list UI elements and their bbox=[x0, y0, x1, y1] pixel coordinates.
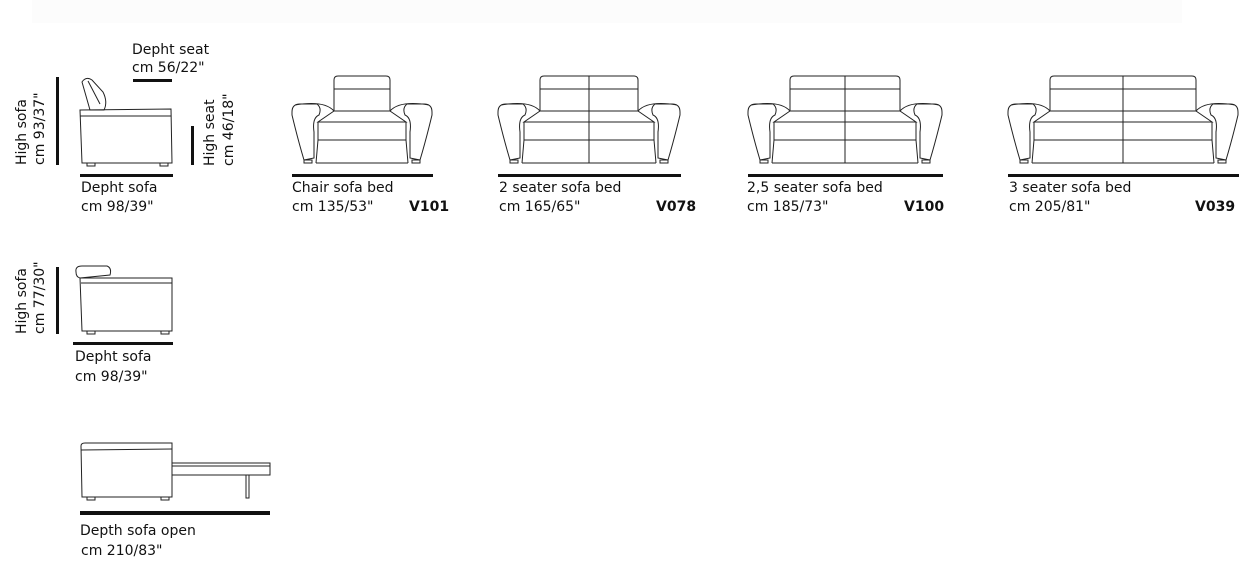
side-view-headrest-drawing bbox=[56, 265, 173, 345]
high-seat-value: cm 46/18" bbox=[221, 93, 237, 166]
sofa-body bbox=[79, 277, 173, 332]
depth-sofa-bar bbox=[80, 174, 173, 177]
foot bbox=[303, 159, 313, 164]
seat bbox=[315, 110, 409, 164]
high-seat-label: High seat bbox=[202, 99, 218, 166]
high-sofa-value: cm 93/37" bbox=[32, 92, 48, 165]
seat bbox=[1031, 110, 1215, 164]
high-sofa-label-2: High sofa bbox=[14, 268, 30, 334]
depth-sofa-value-2: cm 98/39" bbox=[75, 369, 148, 385]
left-arm bbox=[497, 103, 527, 161]
foot bbox=[411, 159, 421, 164]
model-name: 2 seater sofa bed bbox=[499, 180, 622, 196]
left-arm bbox=[747, 103, 777, 161]
backrest bbox=[81, 77, 107, 111]
seat bbox=[771, 110, 919, 164]
high-sofa-label: High sofa bbox=[14, 99, 30, 165]
foot bbox=[509, 159, 519, 164]
sofa-body bbox=[80, 442, 173, 498]
high-seat-bar bbox=[191, 126, 194, 165]
foot bbox=[1019, 159, 1029, 164]
model-code: V101 bbox=[409, 199, 450, 215]
sofa-front-view bbox=[747, 75, 943, 177]
back-cushion bbox=[333, 75, 391, 112]
model-width: cm 185/73" bbox=[747, 199, 829, 215]
width-bar bbox=[498, 174, 681, 177]
model-name: 2,5 seater sofa bed bbox=[747, 180, 883, 196]
seat bbox=[521, 110, 657, 164]
headrest bbox=[75, 265, 112, 279]
right-arm bbox=[403, 103, 433, 161]
side-view-seated-drawing bbox=[56, 77, 194, 177]
depth-open-label: Depth sofa open bbox=[80, 523, 196, 539]
sofa-front-view bbox=[1007, 75, 1239, 177]
right-arm bbox=[913, 103, 943, 161]
model-width: cm 205/81" bbox=[1009, 199, 1091, 215]
model-width: cm 165/65" bbox=[499, 199, 581, 215]
depth-sofa-label: Depht sofa bbox=[81, 180, 158, 196]
right-arm bbox=[1209, 103, 1239, 161]
model-code: V039 bbox=[1195, 199, 1236, 215]
depth-open-bar bbox=[80, 511, 270, 515]
high-sofa-bar bbox=[56, 267, 59, 334]
foot bbox=[759, 159, 769, 164]
bed-mattress bbox=[171, 462, 271, 476]
model-name: Chair sofa bed bbox=[292, 180, 394, 196]
depth-sofa-bar bbox=[73, 342, 173, 345]
left-arm bbox=[291, 103, 321, 161]
width-bar bbox=[1008, 174, 1239, 177]
depth-sofa-value: cm 98/39" bbox=[81, 199, 154, 215]
model-width: cm 135/53" bbox=[292, 199, 374, 215]
sofa-body bbox=[79, 108, 173, 164]
width-bar bbox=[748, 174, 943, 177]
depth-seat-value: cm 56/22" bbox=[132, 60, 205, 76]
back-cushion bbox=[539, 75, 639, 112]
foot bbox=[921, 159, 931, 164]
sofa-front-view bbox=[497, 75, 681, 177]
side-view-open-drawing bbox=[80, 442, 271, 515]
foot bbox=[1217, 159, 1227, 164]
foot bbox=[659, 159, 669, 164]
model-code: V100 bbox=[904, 199, 945, 215]
back-cushion bbox=[789, 75, 901, 112]
width-bar bbox=[292, 174, 433, 177]
sofa-front-view bbox=[291, 75, 433, 177]
back-cushion bbox=[1049, 75, 1197, 112]
high-sofa-bar bbox=[56, 77, 59, 165]
model-name: 3 seater sofa bed bbox=[1009, 180, 1132, 196]
left-arm bbox=[1007, 103, 1037, 161]
model-code: V078 bbox=[656, 199, 697, 215]
right-arm bbox=[651, 103, 681, 161]
bed-leg bbox=[245, 474, 250, 499]
high-sofa-value-2: cm 77/30" bbox=[32, 261, 48, 334]
depth-seat-label: Depht seat bbox=[132, 42, 210, 58]
depth-seat-bar bbox=[133, 79, 172, 82]
depth-open-value: cm 210/83" bbox=[81, 543, 163, 559]
top-band bbox=[32, 0, 1182, 23]
depth-sofa-label-2: Depht sofa bbox=[75, 349, 152, 365]
